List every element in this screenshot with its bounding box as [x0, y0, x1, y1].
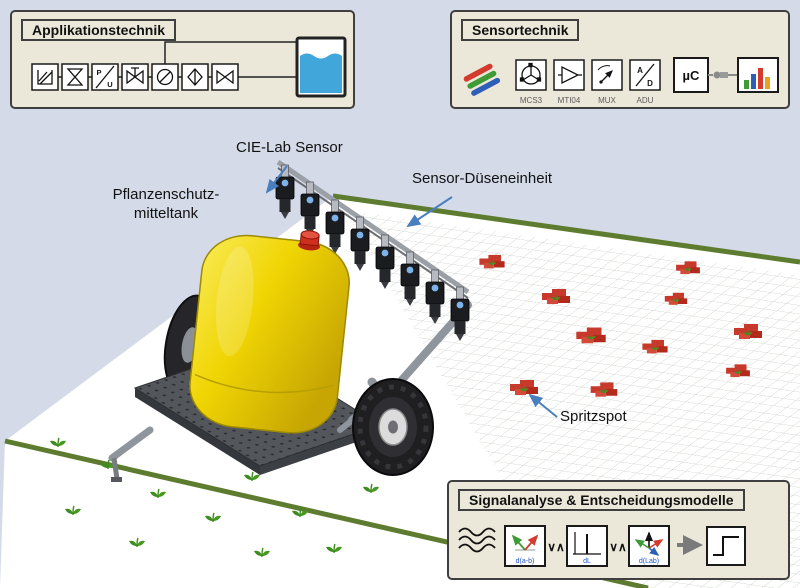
filter-icon	[66, 68, 84, 86]
right-wheel	[352, 377, 434, 476]
logic-op-1: ∨∧	[547, 540, 565, 554]
sensor-duesen-label: Sensor-Düseneinheit	[412, 170, 553, 187]
pressure-u-label: U	[107, 80, 112, 89]
mux-icon	[597, 65, 613, 84]
color-stripes-icon	[463, 63, 501, 96]
tank-filler-cap	[298, 230, 320, 251]
microcontroller-box: µC	[673, 57, 709, 93]
sensortechnik-schematic: A D MCS3 MTI04 MUX ADU µC	[463, 57, 779, 105]
cie-lab-sensor-label: CIE-Lab Sensor	[236, 139, 343, 156]
field-edge-top	[332, 193, 800, 265]
pressure-p-label: P	[96, 68, 101, 77]
signalanalyse-schematic: d(a-b) ∨∧ dL ∨∧ d(Lab)	[458, 525, 746, 567]
duesen-arrow	[406, 196, 453, 228]
container-symbol-box	[31, 63, 59, 91]
adu-caption: ADU	[637, 96, 654, 105]
dl-label: dL	[583, 558, 591, 565]
connector-icon	[708, 71, 738, 79]
adu-a-label: A	[637, 66, 643, 75]
dab-model-box: d(a-b)	[504, 525, 546, 567]
mcs3-caption: MCS3	[520, 96, 543, 105]
applikationstechnik-title: Applikationstechnik	[21, 19, 177, 41]
sensor-boom	[275, 159, 470, 342]
pressure-sensor-icon	[95, 65, 115, 89]
signalanalyse-title: Signalanalyse & Entscheidungsmodelle	[458, 489, 745, 511]
switch-decision-box	[706, 526, 746, 566]
sprayer-machine	[108, 159, 472, 482]
mux-caption: MUX	[598, 96, 616, 105]
applikationstechnik-schematic: P U	[31, 36, 347, 98]
spritzspot-label: Spritzspot	[560, 408, 627, 425]
adu-d-label: D	[647, 79, 653, 88]
cie-lab-arrow	[265, 165, 288, 194]
spray-tank	[189, 230, 350, 434]
signal-waves-icon	[458, 527, 496, 553]
nozzle-icon	[187, 68, 203, 86]
dlab-label: d(Lab)	[639, 558, 659, 565]
adu-icon	[635, 63, 655, 87]
signalanalyse-panel: d(a-b) ∨∧ dL ∨∧ d(Lab)	[447, 480, 790, 580]
bar-chart-icon	[737, 57, 779, 93]
applikationstechnik-panel: P U Applikationstechnik	[10, 10, 355, 109]
logic-op-2: ∨∧	[609, 540, 627, 554]
dlab-model-box: d(Lab)	[628, 525, 670, 567]
annotation-arrows	[265, 165, 558, 418]
mux-box	[591, 59, 623, 91]
uc-label: µC	[683, 68, 700, 83]
dl-model-box: dL	[566, 525, 608, 567]
sensortechnik-title: Sensortechnik	[461, 19, 580, 41]
color-sensor-icon	[519, 62, 542, 85]
tank-label-line2: mitteltank	[133, 204, 199, 222]
tank-label: Pflanzenschutz- mitteltank	[90, 186, 242, 224]
amplifier-icon	[558, 65, 582, 85]
mti04-caption: MTI04	[558, 96, 581, 105]
container-icon	[37, 70, 53, 85]
tank-label-line1: Pflanzenschutz-	[112, 186, 220, 203]
dab-label: d(a-b)	[516, 558, 535, 565]
spritzspot-arrow	[528, 393, 558, 418]
control-valve-icon	[126, 67, 144, 85]
supply-tank-icon	[295, 36, 347, 98]
pump-icon	[156, 68, 174, 86]
sensortechnik-panel: A D MCS3 MTI04 MUX ADU µC	[450, 10, 790, 109]
valve-icon	[216, 69, 234, 85]
step-function-icon	[713, 536, 739, 556]
tow-hitch	[108, 426, 154, 482]
